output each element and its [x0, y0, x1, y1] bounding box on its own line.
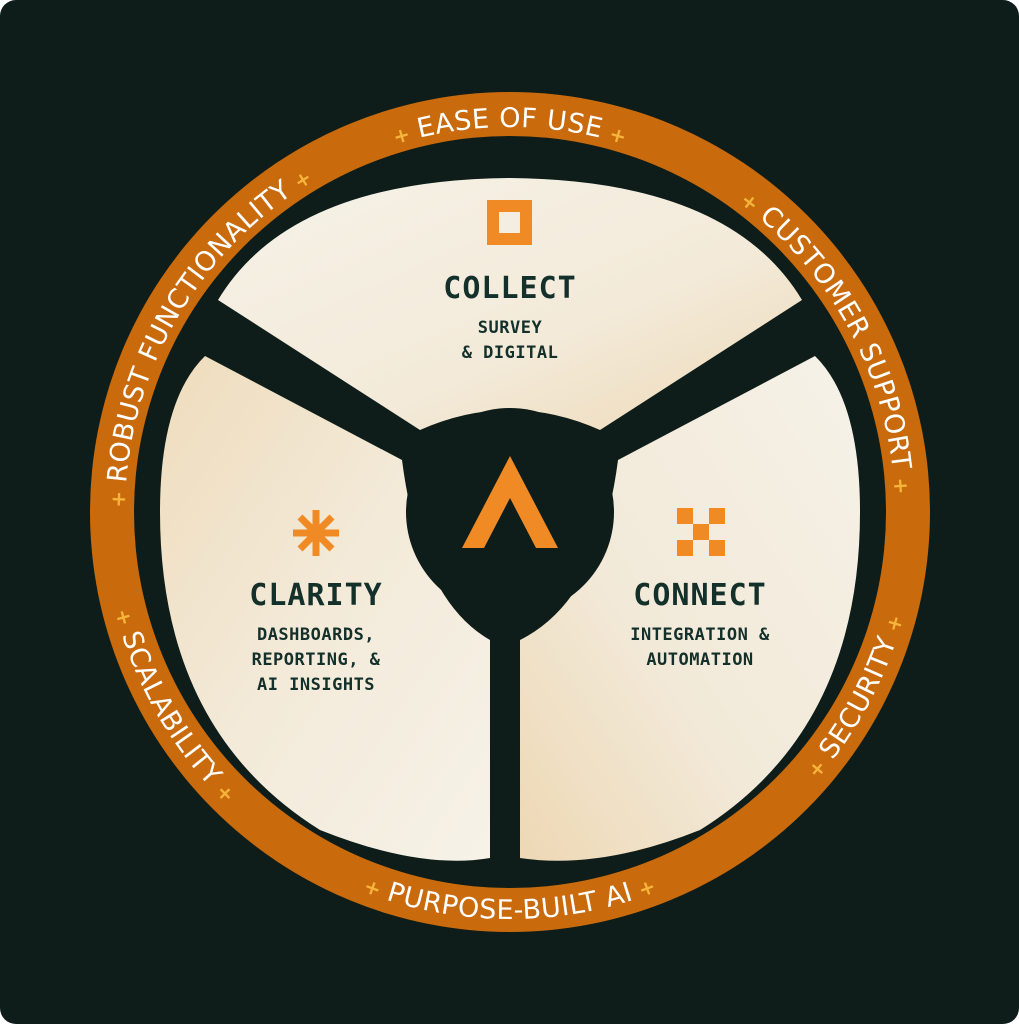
chevron-up-logo-icon [462, 456, 558, 548]
asterisk-icon [293, 510, 339, 556]
connect-title: CONNECT [633, 578, 766, 613]
connect-sub-1: INTEGRATION & [630, 625, 770, 645]
segment-clarity [160, 356, 490, 861]
clarity-sub-2: REPORTING, & [252, 650, 381, 670]
square-outline-icon [487, 200, 532, 245]
collect-sub-2: & DIGITAL [462, 343, 559, 363]
segment-collect [218, 178, 802, 430]
collect-title: COLLECT [443, 271, 576, 306]
hub [406, 408, 614, 616]
clarity-sub-3: AI INSIGHTS [257, 675, 375, 695]
segment-connect [520, 356, 860, 861]
clarity-title: CLARITY [249, 578, 382, 613]
collect-sub-1: SURVEY [478, 318, 543, 338]
clarity-sub-1: DASHBOARDS, [257, 625, 375, 645]
checker-icon [677, 508, 725, 556]
connect-sub-2: AUTOMATION [646, 650, 753, 670]
